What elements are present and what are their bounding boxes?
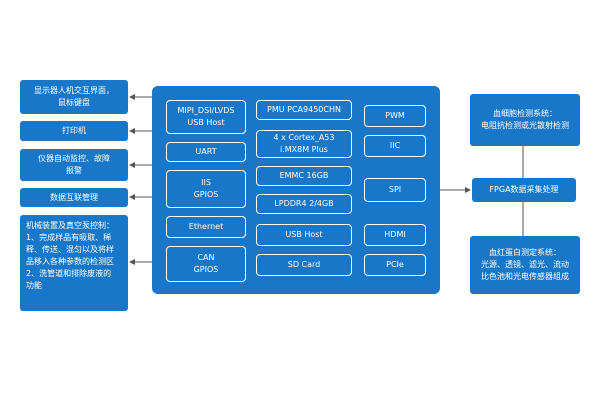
hdmi-block: HDMI <box>364 224 426 246</box>
data-network-label: 数据互联管理 <box>50 192 98 202</box>
pmu-block: PMU PCA9450CHN <box>256 100 352 120</box>
mechanical-control-box: 机械装置及真空泵控制： 1、完成样品有吸取、稀 释、传送、混匀以及将样 品移入各… <box>20 215 128 311</box>
cortex-block: 4 x Cortex_A53 i.MX8M Plus <box>256 130 352 158</box>
lpddr4-block: LPDDR4 2/4GB <box>256 194 352 214</box>
display-interaction-box: 显示器人机交互界面， 鼠标键盘 <box>20 80 128 114</box>
spi-block: SPI <box>364 178 426 202</box>
printer-label: 打印机 <box>62 126 86 135</box>
mechanical-control-label: 机械装置及真空泵控制： 1、完成样品有吸取、稀 释、传送、混匀以及将样 品移入各… <box>26 221 114 290</box>
fpga-label: FPGA数据采集处理 <box>489 185 559 194</box>
display-interaction-label: 显示器人机交互界面， 鼠标键盘 <box>34 86 114 107</box>
ethernet-block: Ethernet <box>166 216 246 238</box>
uart-block: UART <box>166 142 246 162</box>
printer-box: 打印机 <box>20 121 128 141</box>
hemoglobin-system-box: 血红蛋白测定系统： 光源、透镜、滤光、流动 比色池和光电传感器组成 <box>470 236 580 294</box>
cpu-module-board: MIPI_DSI/LVDS USB Host UART IIS GPIOS Et… <box>152 86 440 294</box>
instrument-monitor-label: 仪器自动监控、故障 报警 <box>38 154 110 175</box>
blood-cell-system-label: 血细胞检测系统： 电阻抗检测或光散射检测 <box>481 109 569 130</box>
usb-host-block: USB Host <box>256 224 352 246</box>
hemoglobin-system-label: 血红蛋白测定系统： 光源、透镜、滤光、流动 比色池和光电传感器组成 <box>481 248 569 281</box>
sd-card-block: SD Card <box>256 254 352 276</box>
fpga-box: FPGA数据采集处理 <box>472 178 576 202</box>
instrument-monitor-box: 仪器自动监控、故障 报警 <box>20 149 128 181</box>
pwm-block: PWM <box>364 105 426 127</box>
pcie-block: PCIe <box>364 254 426 276</box>
blood-cell-system-box: 血细胞检测系统： 电阻抗检测或光散射检测 <box>470 94 580 146</box>
mipi-usb-block: MIPI_DSI/LVDS USB Host <box>166 100 246 134</box>
iic-block: IIC <box>364 135 426 157</box>
iis-gpios-block: IIS GPIOS <box>166 170 246 208</box>
emmc-block: EMMC 16GB <box>256 166 352 186</box>
can-gpios-block: CAN GPIOS <box>166 246 246 282</box>
data-network-box: 数据互联管理 <box>20 188 128 207</box>
